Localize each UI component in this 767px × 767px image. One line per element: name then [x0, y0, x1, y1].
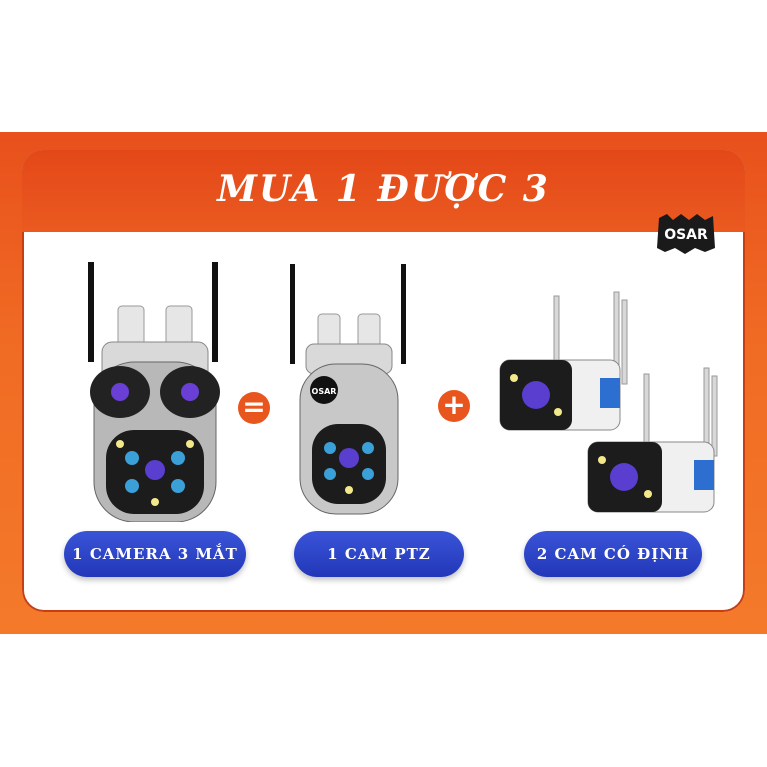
triple-lens-ptz-camera-icon [88, 262, 220, 522]
equals-icon: = [238, 392, 270, 424]
product-label-fixed-cameras: 2 CAM CÓ ĐỊNH [524, 531, 702, 577]
promo-title: MUA 1 ĐƯỢC 3 [217, 168, 550, 210]
logo-text: OSAR [664, 227, 708, 243]
ptz-camera-icon: OSAR [290, 264, 406, 515]
bullet-camera-icon [499, 291, 718, 513]
product-label-triple-camera: 1 CAMERA 3 MẮT [64, 531, 246, 577]
svg-text:OSAR: OSAR [312, 387, 337, 396]
plus-icon: + [438, 390, 470, 422]
osar-logo: OSAR [657, 214, 715, 254]
product-label-ptz-camera: 1 CAM PTZ [294, 531, 464, 577]
promo-header [22, 150, 745, 232]
